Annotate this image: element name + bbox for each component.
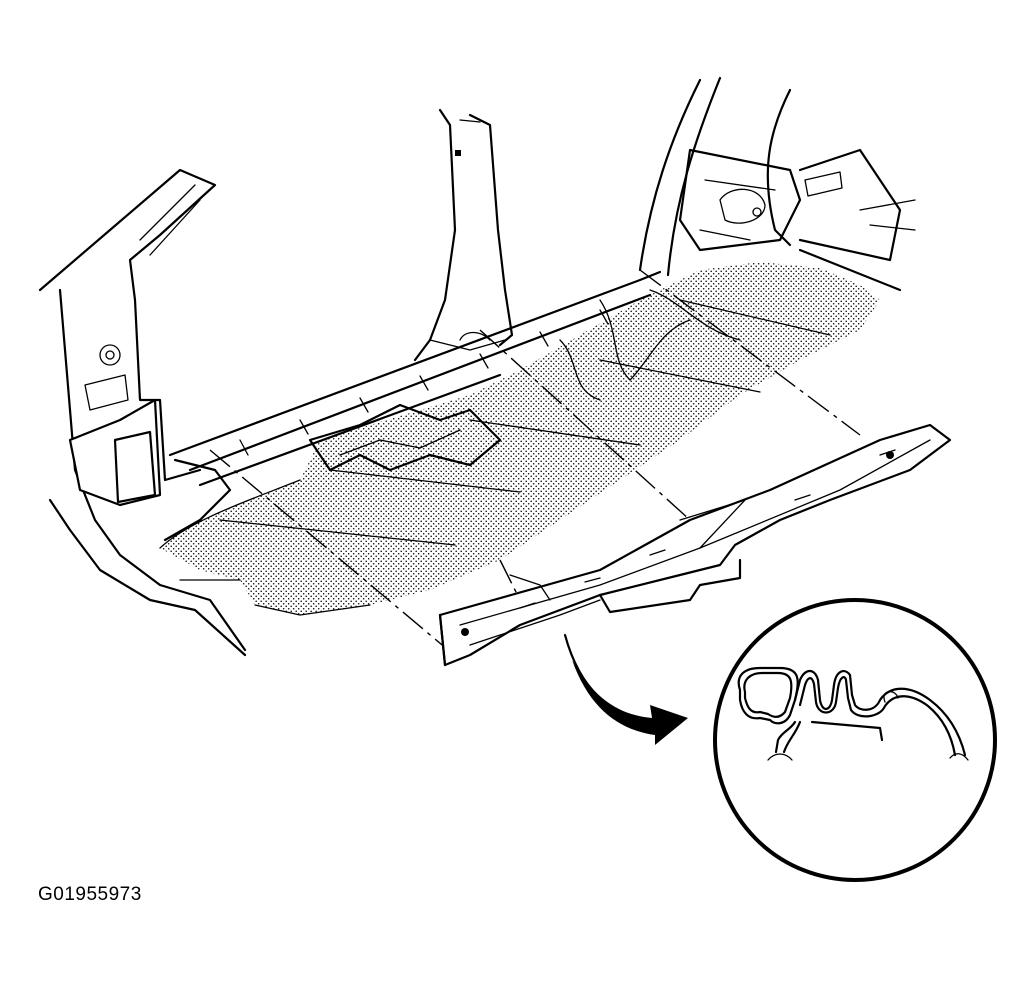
sill-trim-panel-icon bbox=[438, 423, 952, 667]
c-pillar-icon bbox=[638, 76, 916, 292]
rocker-rail bbox=[168, 270, 662, 487]
floor-carpet-icon bbox=[159, 262, 880, 616]
arrow-icon bbox=[563, 633, 688, 745]
a-pillar-icon bbox=[38, 168, 247, 657]
b-pillar-icon bbox=[413, 108, 514, 362]
figure-id-label: G01955973 bbox=[38, 884, 142, 905]
assembly-lines bbox=[209, 269, 861, 661]
trim-profile-icon bbox=[737, 666, 969, 761]
detail-circle-icon bbox=[713, 598, 997, 882]
